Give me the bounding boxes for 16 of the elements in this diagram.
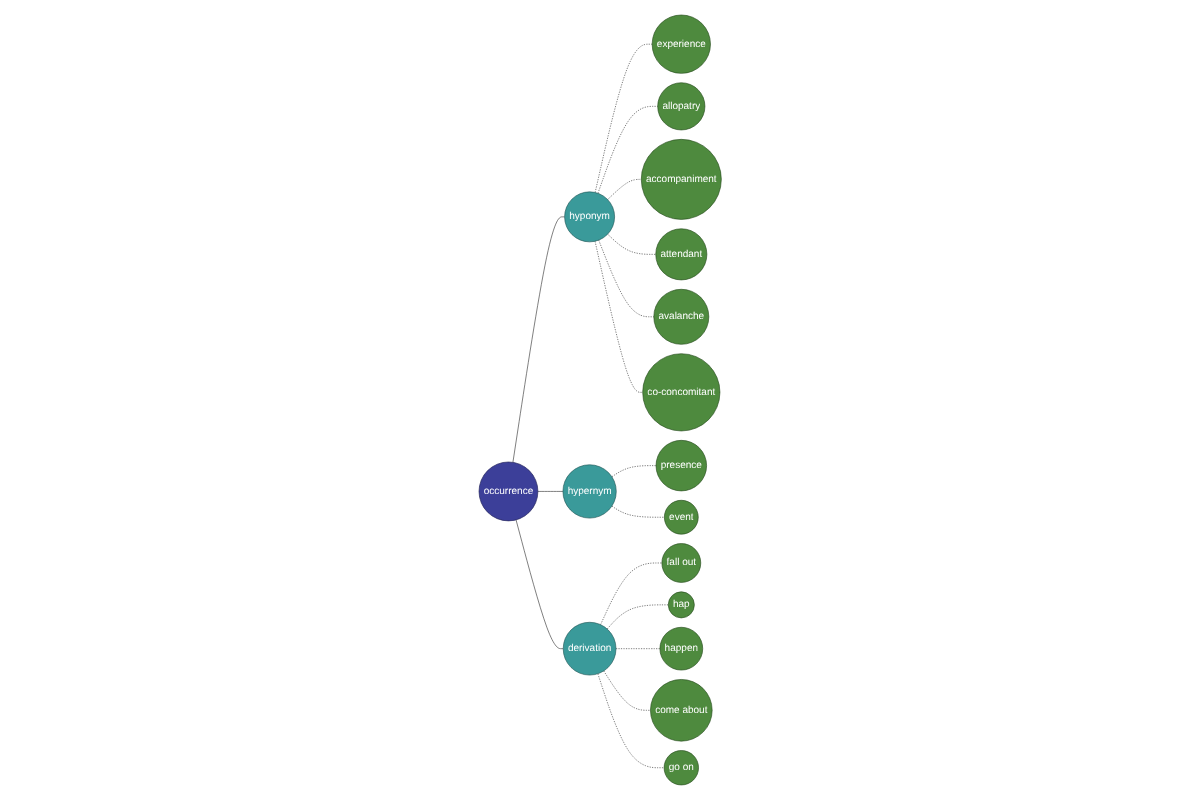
connector [512, 216, 565, 463]
connector [611, 465, 657, 478]
connector [607, 233, 656, 255]
connector [600, 562, 662, 625]
connector [615, 648, 661, 649]
connector [594, 43, 653, 193]
connector [598, 239, 654, 318]
connector [603, 670, 651, 711]
connector [594, 240, 643, 393]
connector [607, 179, 642, 200]
connector [611, 505, 665, 518]
connector [597, 106, 658, 194]
connector [537, 491, 564, 492]
connector [606, 604, 669, 630]
connector [515, 519, 564, 649]
connector [597, 673, 665, 769]
